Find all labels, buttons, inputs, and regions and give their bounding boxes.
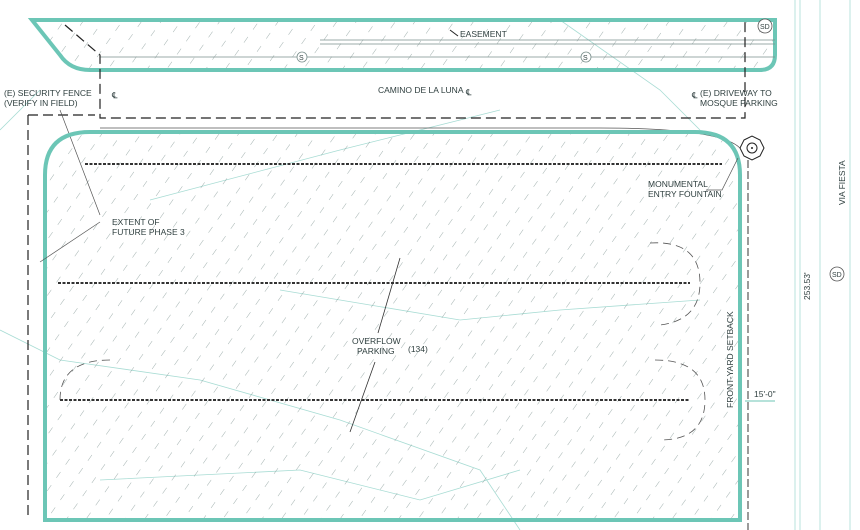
driveway-label-line2: MOSQUE PARKING bbox=[700, 98, 778, 108]
easement-strip: S S EASEMENT bbox=[27, 18, 777, 72]
fountain-icon bbox=[739, 135, 765, 161]
phase-label-line2: FUTURE PHASE 3 bbox=[112, 227, 185, 237]
easement-label: EASEMENT bbox=[460, 29, 507, 39]
storm-drain-label: SD bbox=[832, 272, 842, 279]
front-yard-setback-label: FRONT-YARD SETBACK bbox=[725, 311, 735, 408]
sewer-label: S bbox=[299, 55, 304, 62]
storm-drain-icon bbox=[757, 18, 773, 34]
overflow-parking-label-line2: PARKING bbox=[357, 346, 395, 356]
overflow-parking-label-line1: OVERFLOW bbox=[352, 336, 401, 346]
storm-drain-icon bbox=[829, 266, 845, 282]
overflow-parking-count: (134) bbox=[408, 344, 428, 354]
sewer-manhole-icon bbox=[296, 51, 308, 63]
property-line-dimension: 253.53' bbox=[802, 272, 812, 300]
driveway-label-line1: (E) DRIVEWAY TO bbox=[700, 88, 772, 98]
security-fence-label-line1: (E) SECURITY FENCE bbox=[4, 88, 92, 98]
centerline-symbol: ℄ bbox=[465, 87, 472, 97]
street-name-camino-de-la-luna: CAMINO DE LA LUNA bbox=[378, 85, 464, 95]
sewer-manhole-icon bbox=[580, 51, 592, 63]
security-fence-label-line2: (VERIFY IN FIELD) bbox=[4, 98, 78, 108]
centerline-symbol: ℄ bbox=[691, 90, 698, 100]
centerline-symbol: ℄ bbox=[111, 90, 118, 100]
phase-label-line1: EXTENT OF bbox=[112, 217, 160, 227]
fountain-label-line1: MONUMENTAL bbox=[648, 179, 708, 189]
overflow-parking-area bbox=[43, 130, 742, 522]
sewer-label: S bbox=[583, 55, 588, 62]
storm-drain-label: SD bbox=[760, 24, 770, 31]
street-name-via-fiesta: VIA FIESTA bbox=[837, 160, 847, 205]
fountain-label-line2: ENTRY FOUNTAIN bbox=[648, 189, 722, 199]
setback-dimension: 15'-0" bbox=[754, 389, 776, 399]
